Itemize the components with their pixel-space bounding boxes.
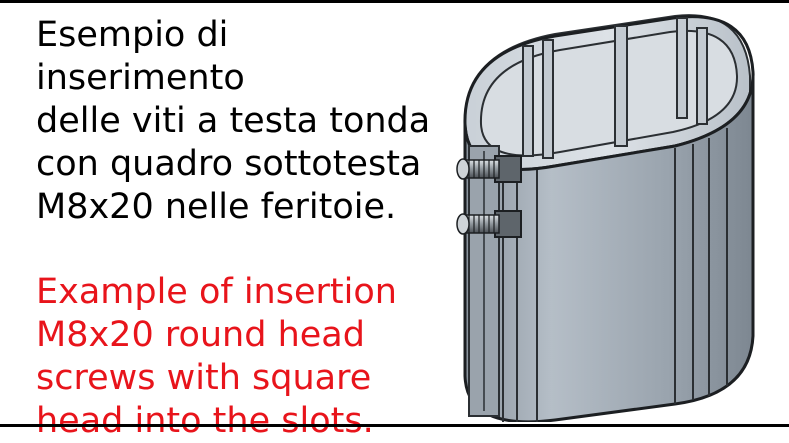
internal-ribs — [522, 17, 708, 159]
screw-upper — [456, 155, 522, 183]
caption-english: Example of insertion M8x20 round head sc… — [36, 272, 397, 441]
caption-italian: Esempio di inserimento delle viti a test… — [36, 15, 431, 227]
screw-lower — [456, 210, 522, 238]
caption-column: Esempio di inserimento delle viti a test… — [36, 14, 436, 443]
profile-illustration — [445, 6, 785, 424]
bottom-rule — [0, 424, 789, 427]
slot-lines — [502, 128, 728, 424]
top-rule — [0, 0, 789, 3]
